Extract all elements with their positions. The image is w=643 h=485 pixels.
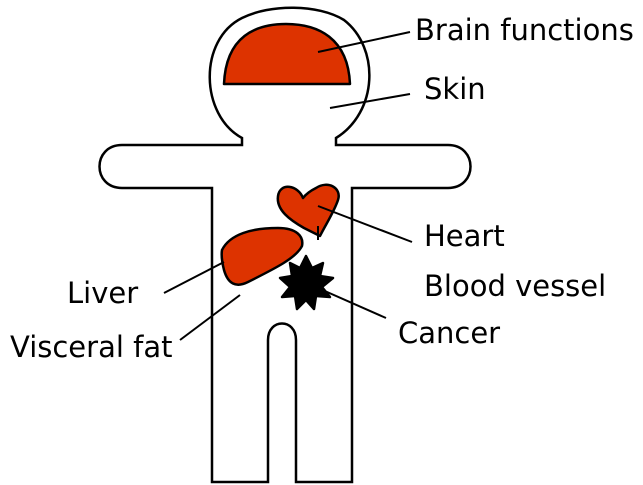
visceral-fat-label: Visceral fat	[10, 330, 172, 364]
liver-label: Liver	[67, 276, 138, 310]
brain-label: Brain functions	[415, 13, 634, 47]
heart-label: Heart	[424, 219, 505, 253]
skin-label: Skin	[424, 72, 486, 106]
cancer-label: Cancer	[398, 316, 500, 350]
blood-vessel-label: Blood vessel	[424, 269, 606, 303]
